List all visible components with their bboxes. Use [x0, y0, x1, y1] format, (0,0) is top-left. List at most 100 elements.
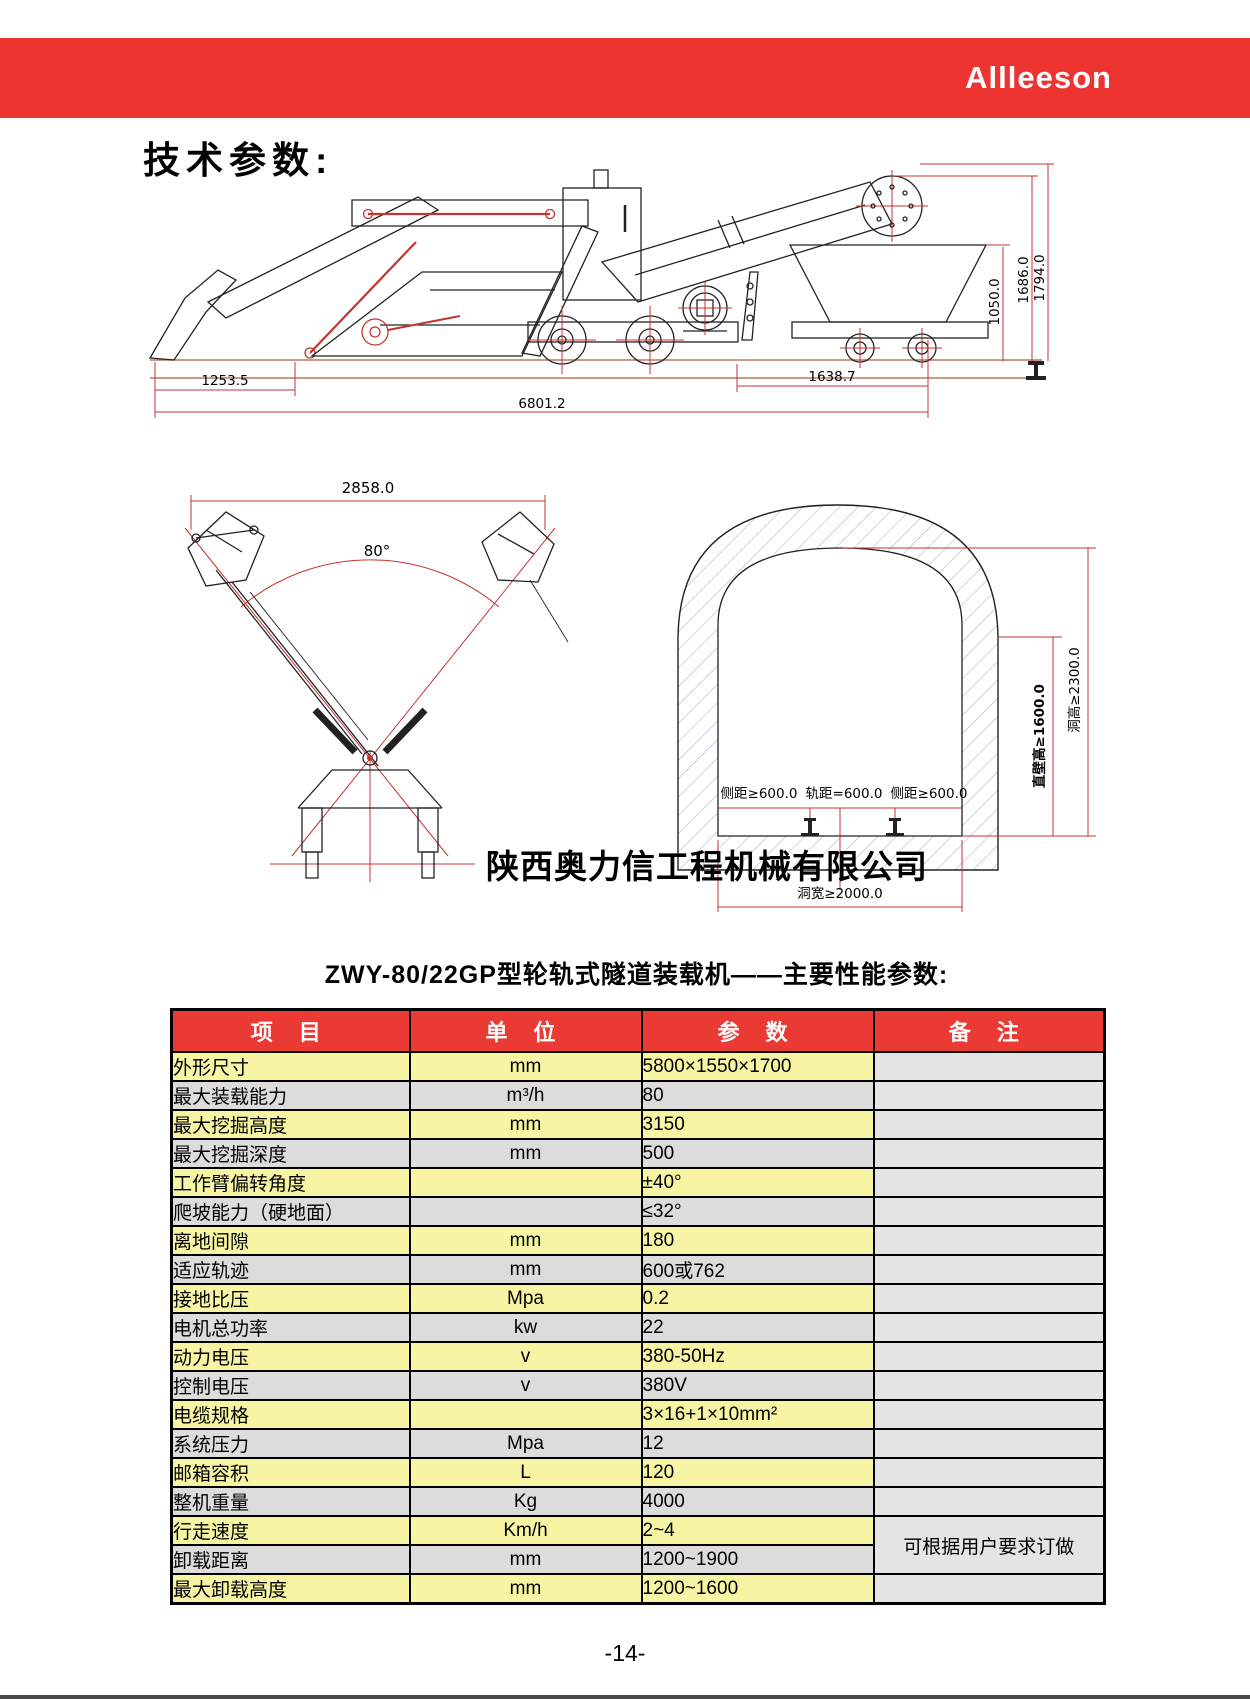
tunnel-inner-profile: [717, 547, 963, 837]
cell-item: 接地比压: [170, 1283, 411, 1314]
cell-item: 系统压力: [170, 1428, 411, 1459]
cell-note: [872, 1283, 1106, 1314]
col-header-item: 项 目: [170, 1008, 411, 1053]
cell-unit: Mpa: [408, 1428, 643, 1459]
cell-unit: mm: [408, 1573, 643, 1605]
cell-val: 1200~1600: [640, 1573, 875, 1605]
cell-item: 控制电压: [170, 1370, 411, 1401]
side-view-drawing: [148, 169, 1046, 380]
left-bucket: [187, 511, 265, 587]
table-title: ZWY-80/22GP型轮轨式隧道装载机——主要性能参数:: [324, 961, 949, 989]
cell-note: [872, 1167, 1106, 1198]
page-number: -14-: [604, 1640, 646, 1666]
cell-note: [872, 1399, 1106, 1430]
company-watermark: 陕西奥力信工程机械有限公司: [486, 848, 928, 885]
cell-val: 80: [640, 1080, 875, 1111]
dim-label: 80°: [364, 542, 391, 560]
cell-unit: Mpa: [408, 1283, 643, 1314]
cell-val: 380-50Hz: [640, 1341, 875, 1372]
cell-note: [872, 1341, 1106, 1372]
dim-label: 1638.7: [808, 369, 855, 385]
gauge-label: 轨距=600.0: [806, 786, 883, 802]
cell-item: 适应轨迹: [170, 1254, 411, 1285]
col-header-value: 参 数: [640, 1008, 875, 1053]
cell-item: 电机总功率: [170, 1312, 411, 1343]
cell-item: 外形尺寸: [170, 1051, 411, 1082]
dim-label: 1794.0: [1032, 254, 1048, 301]
machine-wheel: [616, 306, 684, 374]
cell-val: 3×16+1×10mm²: [640, 1399, 875, 1430]
side-view-dimensions: [154, 163, 1054, 418]
cell-unit: [408, 1167, 643, 1198]
wall-height-label: 直壁高≥1600.0: [1031, 684, 1048, 788]
cell-unit: [408, 1196, 643, 1227]
cell-item: 最大挖掘深度: [170, 1138, 411, 1169]
cell-val: 5800×1550×1700: [640, 1051, 875, 1082]
cell-note: [872, 1080, 1106, 1111]
top-boom: [351, 199, 589, 227]
cell-note: [872, 1051, 1106, 1082]
cell-item: 卸载距离: [170, 1544, 411, 1575]
tunnel-drawing: 侧距≥600.0 轨距=600.0 侧距≥600.0 洞宽≥2000.0 直壁高…: [677, 504, 1096, 912]
tunnel-height-label: 洞高≥2300.0: [1066, 647, 1083, 733]
cell-item: 工作臂偏转角度: [170, 1167, 411, 1198]
page-bottom-rule: [0, 1695, 1250, 1699]
cell-note: [872, 1225, 1106, 1256]
table-header-row: 项 目 单 位 参 数 备 注: [170, 1008, 1106, 1053]
tunnel-width-label: 洞宽≥2000.0: [797, 885, 883, 902]
arm-outline: [206, 196, 440, 319]
cell-val: 600或762: [640, 1254, 875, 1285]
cell-val: 22: [640, 1312, 875, 1343]
cell-unit: kw: [408, 1312, 643, 1343]
col-header-note: 备 注: [872, 1008, 1106, 1053]
table-row: 爬坡能力（硬地面） ≤32°: [170, 1196, 1106, 1227]
cell-unit: mm: [408, 1051, 643, 1082]
cell-val: ≤32°: [640, 1196, 875, 1227]
technical-drawings: 1253.5 1638.7 6801.2 1050.0 1686.0 1794.…: [148, 163, 1096, 912]
cell-item: 整机重量: [170, 1486, 411, 1517]
machine-wheel: [528, 306, 596, 374]
cell-item: 行走速度: [170, 1515, 411, 1546]
cell-note: [872, 1138, 1106, 1169]
discharge-drum: [856, 170, 928, 242]
cell-val: 380V: [640, 1370, 875, 1401]
cell-item: 最大卸载高度: [170, 1573, 411, 1605]
table-row: 工作臂偏转角度±40°: [170, 1167, 1106, 1198]
cell-val: 4000: [640, 1486, 875, 1517]
cell-unit: Km/h: [408, 1515, 643, 1546]
dim-label: 6801.2: [518, 396, 565, 412]
dim-label: 1686.0: [1016, 256, 1032, 303]
cell-item: 离地间隙: [170, 1225, 411, 1256]
cell-note: [872, 1573, 1106, 1605]
cell-note: [872, 1196, 1106, 1227]
cell-unit: L: [408, 1457, 643, 1488]
right-bucket: [481, 511, 555, 583]
dim-label: 1050.0: [987, 278, 1003, 325]
cell-val: 12: [640, 1428, 875, 1459]
cell-item: 最大挖掘高度: [170, 1109, 411, 1140]
cell-val: 0.2: [640, 1283, 875, 1314]
cell-note: [872, 1254, 1106, 1285]
cell-unit: [408, 1399, 643, 1430]
cell-val: 1200~1900: [640, 1544, 875, 1575]
cell-unit: mm: [408, 1254, 643, 1285]
cell-note: [872, 1370, 1106, 1401]
col-header-unit: 单 位: [408, 1008, 643, 1053]
cell-unit: v: [408, 1341, 643, 1372]
cell-item: 动力电压: [170, 1341, 411, 1372]
cell-note: [872, 1486, 1106, 1517]
page-title: 技术参数:: [143, 140, 334, 181]
cell-item: 爬坡能力（硬地面）: [170, 1196, 411, 1227]
